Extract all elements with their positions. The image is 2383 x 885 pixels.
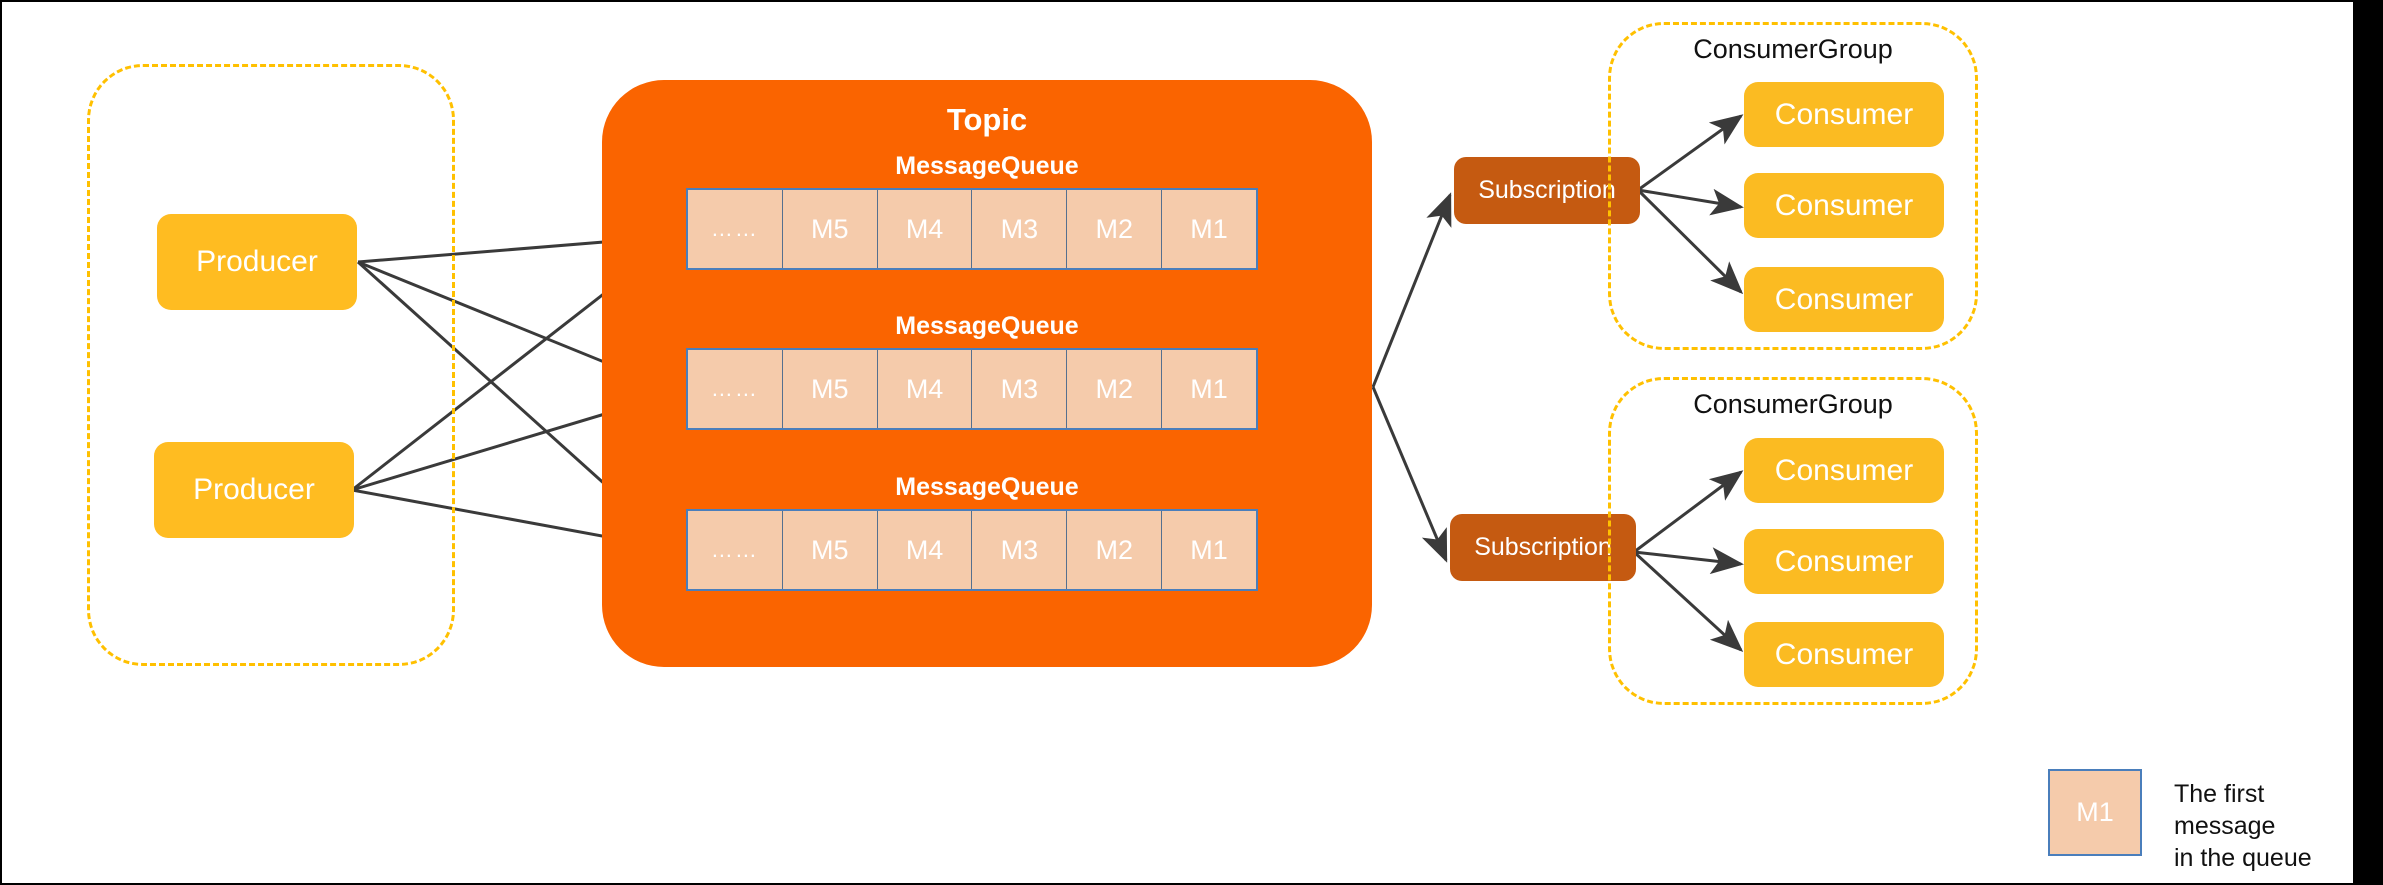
message-cell: …… [688,511,783,589]
message-cell: M4 [878,511,973,589]
message-cell: M1 [1190,534,1228,565]
producer-box-1[interactable]: Producer [157,214,357,310]
topic-title: Topic [946,102,1028,137]
message-cell: M3 [972,350,1068,428]
message-queue-2: MessageQueue …… M5 M4 M3 M2 M1 [602,312,1372,432]
producer-label: Producer [193,473,315,506]
consumer-box-2-2[interactable]: Consumer [1744,529,1944,594]
consumer-label: Consumer [1774,453,1914,487]
arrow-topic-subscription1 [1371,192,1452,388]
message-cell: …… [688,350,783,428]
message-cell: M5 [783,350,878,428]
consumer-group-label-1: ConsumerGroup [1693,34,1893,64]
subscription-label: Subscription [1474,533,1612,561]
message-cell: M5 [783,511,878,589]
message-cell: M4 [878,350,973,428]
legend-swatch: M1 [2048,769,2142,856]
message-queue-row: …… M5 M4 M3 M2 M1 [686,188,1258,270]
message-queue-row: …… M5 M4 M3 M2 M1 [686,509,1258,591]
message-queue-label: MessageQueue [895,473,1079,501]
message-cell: M4 [878,190,973,268]
subscription-box-2[interactable]: Subscription [1450,514,1636,581]
consumer-group-boundary-1 [1608,22,1978,350]
message-cell: …… [688,190,783,268]
legend-swatch-label: M1 [2076,797,2114,827]
message-cell: M1 [1190,373,1228,404]
consumer-label: Consumer [1774,282,1914,316]
message-cell: M2 [1067,350,1163,428]
message-queue-label: MessageQueue [895,152,1079,180]
consumer-group-label-2: ConsumerGroup [1693,389,1893,419]
message-cell: M5 [783,190,878,268]
consumer-box-1-3[interactable]: Consumer [1744,267,1944,332]
consumer-label: Consumer [1774,637,1914,671]
producer-group-boundary [87,64,455,666]
topic-container[interactable]: Topic MessageQueue …… M5 M4 M3 M2 M1 Mes… [602,80,1372,667]
producer-box-2[interactable]: Producer [154,442,354,538]
message-queue-1: MessageQueue …… M5 M4 M3 M2 M1 [602,152,1372,272]
message-queue-label: MessageQueue [895,312,1079,340]
producer-label: Producer [196,245,318,278]
consumer-box-1-1[interactable]: Consumer [1744,82,1944,147]
message-cell: M1 [1190,213,1228,244]
arrow-topic-subscription2 [1371,386,1448,563]
message-queue-row: …… M5 M4 M3 M2 M1 [686,348,1258,430]
consumer-box-2-1[interactable]: Consumer [1744,438,1944,503]
message-cell: M3 [972,190,1068,268]
message-cell: M3 [972,511,1068,589]
consumer-label: Consumer [1774,544,1914,578]
subscription-label: Subscription [1478,176,1616,204]
message-queue-3: MessageQueue …… M5 M4 M3 M2 M1 [602,473,1372,593]
consumer-box-1-2[interactable]: Consumer [1744,173,1944,238]
consumer-group-boundary-2 [1608,377,1978,705]
consumer-box-2-3[interactable]: Consumer [1744,622,1944,687]
legend-description: The first message in the queue [2174,780,2312,872]
right-black-band [2355,0,2383,885]
consumer-label: Consumer [1774,97,1914,131]
consumer-label: Consumer [1774,188,1914,222]
message-cell: M2 [1067,511,1163,589]
message-cell: M2 [1067,190,1163,268]
